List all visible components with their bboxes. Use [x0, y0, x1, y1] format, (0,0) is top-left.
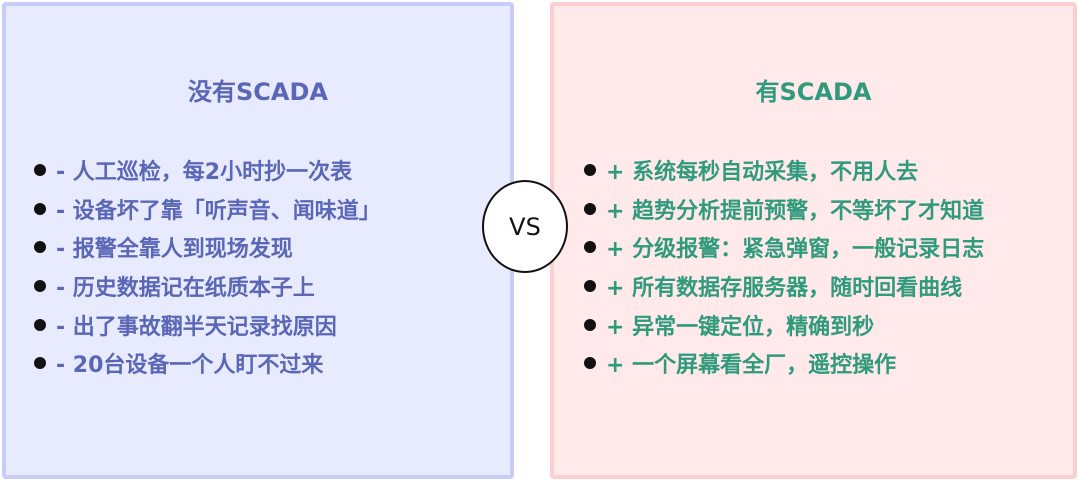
list-item-text: + 系统每秒自动采集，不用人去 — [606, 160, 919, 186]
without-scada-title: 没有SCADA — [188, 78, 328, 106]
bullet-icon — [584, 241, 596, 254]
list-item: + 异常一键定位，精确到秒 — [584, 305, 984, 344]
bullet-icon — [584, 357, 596, 370]
list-item-text: + 所有数据存服务器，随时回看曲线 — [606, 276, 963, 302]
list-item-text: + 趋势分析提前预警，不等坏了才知道 — [606, 198, 985, 224]
list-item: + 所有数据存服务器，随时回看曲线 — [584, 267, 984, 306]
list-item: + 分级报警：紧急弹窗，一般记录日志 — [584, 228, 984, 267]
bullet-icon — [34, 280, 46, 293]
list-item-text: - 报警全靠人到现场发现 — [56, 237, 293, 263]
list-item-text: - 20台设备一个人盯不过来 — [56, 353, 324, 379]
list-item-text: + 一个屏幕看全厂，遥控操作 — [606, 353, 897, 379]
list-item: + 趋势分析提前预警，不等坏了才知道 — [584, 190, 984, 229]
list-item: - 报警全靠人到现场发现 — [34, 228, 381, 267]
list-item-text: - 设备坏了靠「听声音、闻味道」 — [56, 198, 381, 224]
bullet-icon — [584, 202, 596, 215]
list-item-text: + 异常一键定位，精确到秒 — [606, 314, 875, 340]
bullet-icon — [34, 202, 46, 215]
list-item: - 设备坏了靠「听声音、闻味道」 — [34, 190, 381, 229]
list-item-text: + 分级报警：紧急弹窗，一般记录日志 — [606, 237, 985, 263]
list-item-text: - 历史数据记在纸质本子上 — [56, 276, 315, 302]
bullet-icon — [34, 164, 46, 177]
list-item-text: - 人工巡检，每2小时抄一次表 — [56, 160, 353, 186]
list-item: + 一个屏幕看全厂，遥控操作 — [584, 344, 984, 383]
with-scada-panel: 有SCADA + 系统每秒自动采集，不用人去 + 趋势分析提前预警，不等坏了才知… — [550, 2, 1077, 479]
list-item: - 历史数据记在纸质本子上 — [34, 267, 381, 306]
list-item: + 系统每秒自动采集，不用人去 — [584, 151, 984, 190]
bullet-icon — [584, 318, 596, 331]
with-scada-list: + 系统每秒自动采集，不用人去 + 趋势分析提前预警，不等坏了才知道 + 分级报… — [584, 151, 984, 383]
bullet-icon — [34, 318, 46, 331]
list-item: - 20台设备一个人盯不过来 — [34, 344, 381, 383]
bullet-icon — [584, 164, 596, 177]
bullet-icon — [584, 280, 596, 293]
vs-badge: VS — [482, 180, 568, 273]
bullet-icon — [34, 241, 46, 254]
list-item: - 人工巡检，每2小时抄一次表 — [34, 151, 381, 190]
bullet-icon — [34, 357, 46, 370]
list-item: - 出了事故翻半天记录找原因 — [34, 305, 381, 344]
with-scada-title: 有SCADA — [755, 78, 872, 106]
vs-label: VS — [509, 212, 541, 241]
without-scada-panel: 没有SCADA - 人工巡检，每2小时抄一次表 - 设备坏了靠「听声音、闻味道」… — [2, 2, 514, 479]
list-item-text: - 出了事故翻半天记录找原因 — [56, 314, 337, 340]
without-scada-list: - 人工巡检，每2小时抄一次表 - 设备坏了靠「听声音、闻味道」 - 报警全靠人… — [34, 151, 381, 383]
